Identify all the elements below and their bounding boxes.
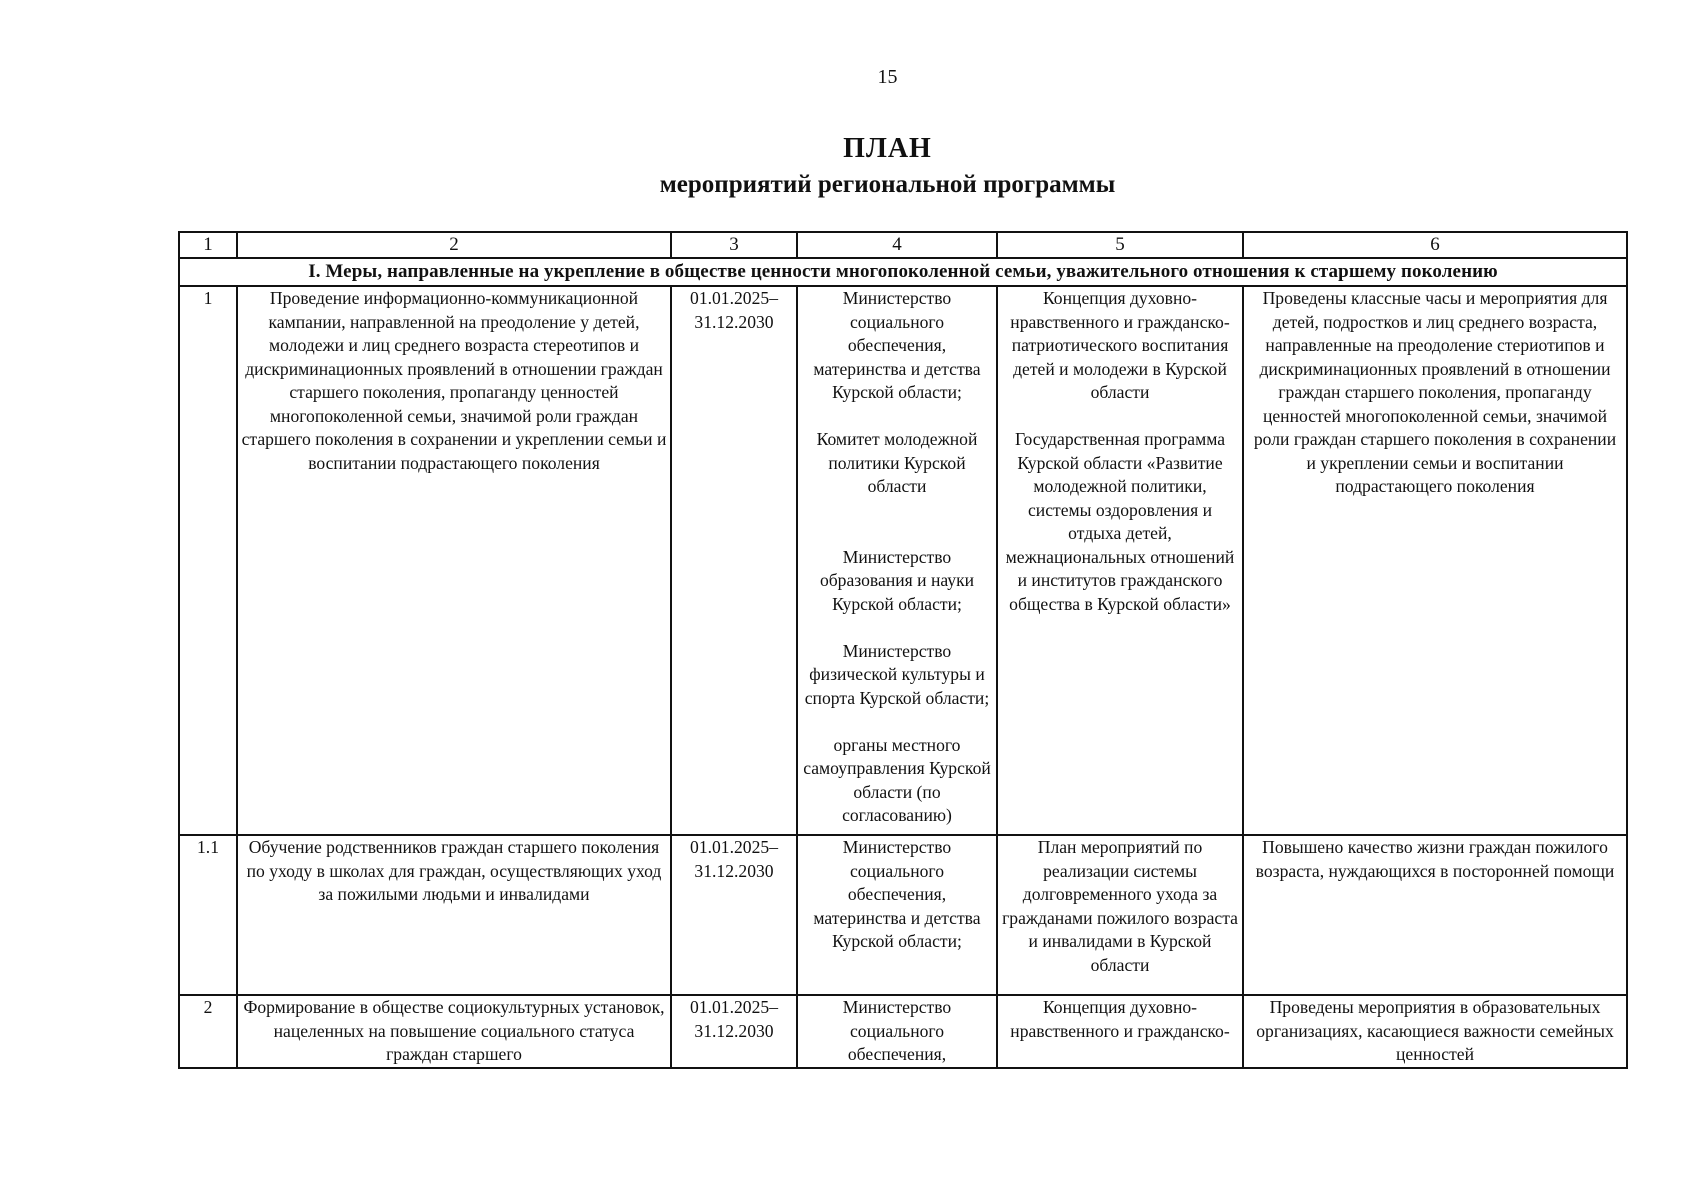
table-row: 1 Проведение информационно-коммуникацион… — [178, 285, 1628, 836]
documents-cell: Концепция духовно-нравственного и гражда… — [996, 285, 1244, 836]
section-row: I. Меры, направленные на укрепление в об… — [178, 257, 1628, 287]
documents-cell: План мероприятий по реализации системы д… — [996, 834, 1244, 996]
plan-table: 1 2 3 4 5 6 I. Меры, направленные на укр… — [178, 231, 1628, 1069]
result-cell: Проведены мероприятия в образовательных … — [1242, 994, 1628, 1069]
page-title: ПЛАН — [843, 133, 932, 164]
table-row: 1.1 Обучение родственников граждан старш… — [178, 834, 1628, 996]
document: Концепция духовно-нравственного и гражда… — [1010, 288, 1230, 402]
column-number-row: 1 2 3 4 5 6 — [178, 231, 1628, 259]
column-number: 2 — [236, 231, 672, 259]
executor: Министерство социального обеспечения, — [842, 997, 952, 1064]
result-cell: Повышено качество жизни граждан пожилого… — [1242, 834, 1628, 996]
period-cell: 01.01.2025– 31.12.2030 — [670, 285, 798, 836]
column-number: 6 — [1242, 231, 1628, 259]
table-row: 2 Формирование в обществе социокультурны… — [178, 994, 1628, 1069]
period-cell: 01.01.2025– 31.12.2030 — [670, 834, 798, 996]
activity-cell: Обучение родственников граждан старшего … — [236, 834, 672, 996]
document: План мероприятий по реализации системы д… — [1002, 837, 1238, 975]
executor: Министерство физической культуры и спорт… — [804, 640, 990, 708]
activity-cell: Формирование в обществе социокультурных … — [236, 994, 672, 1069]
page-number: 15 — [877, 66, 898, 88]
column-number: 5 — [996, 231, 1244, 259]
activity-cell: Проведение информационно-коммуникационно… — [236, 285, 672, 836]
document: Государственная программа Курской област… — [1005, 429, 1235, 614]
period-cell: 01.01.2025– 31.12.2030 — [670, 994, 798, 1069]
page-subtitle: мероприятий региональной программы — [659, 171, 1116, 198]
column-number: 4 — [796, 231, 998, 259]
title-block: ПЛАН мероприятий региональной программы — [0, 132, 1701, 202]
executor: Министерство социального обеспечения, ма… — [813, 837, 981, 951]
executor: органы местного самоуправления Курской о… — [803, 734, 991, 826]
row-number: 1.1 — [178, 834, 238, 996]
row-number: 2 — [178, 994, 238, 1069]
row-number: 1 — [178, 285, 238, 836]
executor: Министерство социального обеспечения, ма… — [813, 288, 981, 402]
column-number: 1 — [178, 231, 238, 259]
result-cell: Проведены классные часы и мероприятия дл… — [1242, 285, 1628, 836]
section-title: I. Меры, направленные на укрепление в об… — [178, 257, 1628, 287]
executor: Министерство образования и науки Курской… — [819, 546, 975, 614]
documents-cell: Концепция духовно-нравственного и гражда… — [996, 994, 1244, 1069]
executor: Комитет молодежной политики Курской обла… — [816, 429, 978, 496]
executors-cell: Министерство социального обеспечения, ма… — [796, 285, 998, 836]
document: Концепция духовно-нравственного и гражда… — [1010, 997, 1230, 1041]
executors-cell: Министерство социального обеспечения, ма… — [796, 834, 998, 996]
column-number: 3 — [670, 231, 798, 259]
executors-cell: Министерство социального обеспечения, — [796, 994, 998, 1069]
